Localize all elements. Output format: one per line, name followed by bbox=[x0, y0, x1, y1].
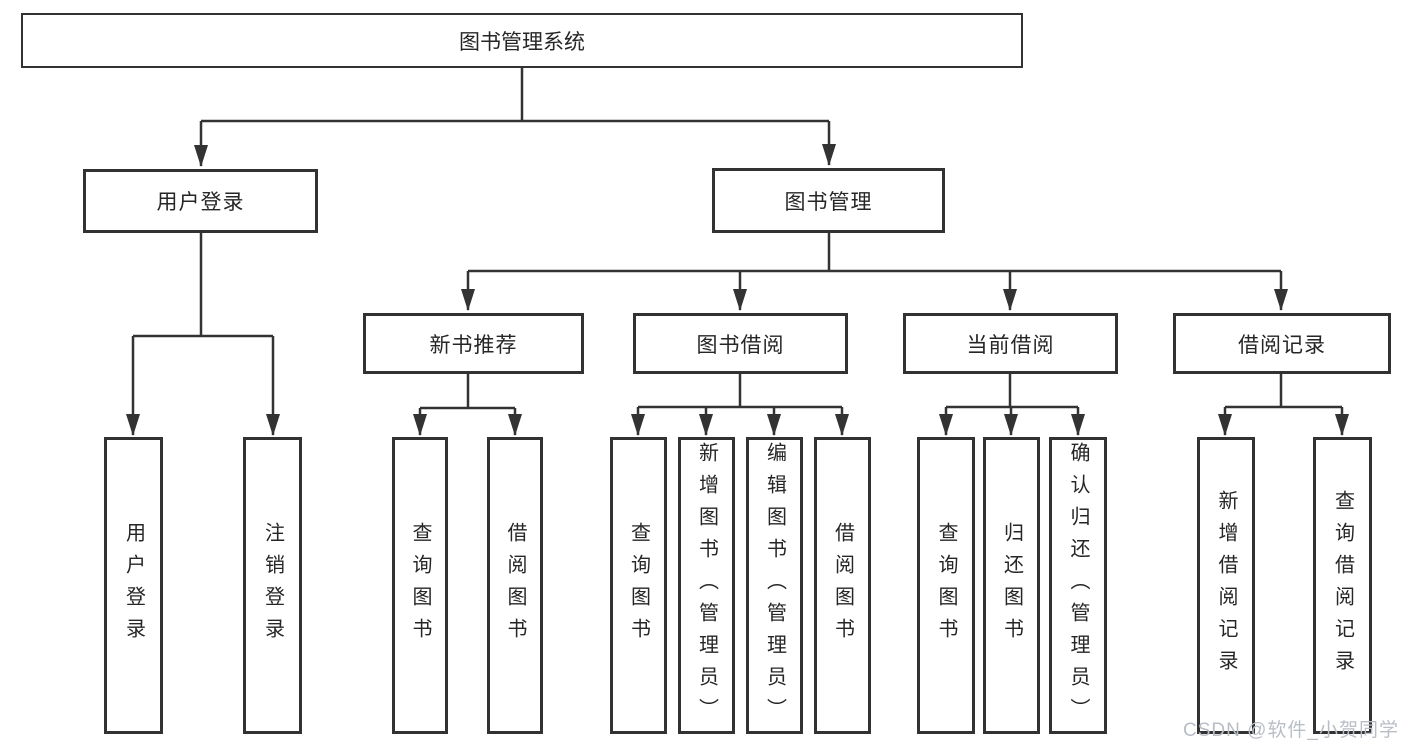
leaf-borrow-books-recommend-label: 借阅图书 bbox=[504, 521, 526, 650]
leaf-edit-books-admin: 编辑图书（管理员） bbox=[746, 437, 803, 734]
leaf-query-borrow-record-label: 查询借阅记录 bbox=[1331, 489, 1354, 682]
node-borrow-records: 借阅记录 bbox=[1173, 313, 1391, 374]
leaf-query-books-borrow: 查询图书 bbox=[610, 437, 667, 734]
leaf-query-borrow-record: 查询借阅记录 bbox=[1313, 437, 1372, 734]
node-user-login: 用户登录 bbox=[83, 169, 318, 233]
node-book-management: 图书管理 bbox=[712, 168, 945, 233]
leaf-confirm-return-admin-label: 确认归还（管理员） bbox=[1067, 441, 1089, 730]
leaf-add-books-admin-label: 新增图书（管理员） bbox=[695, 441, 718, 730]
watermark: CSDN @软件_小贺同学 bbox=[1183, 720, 1399, 741]
leaf-borrow-books-recommend: 借阅图书 bbox=[487, 437, 543, 734]
node-current-borrow: 当前借阅 bbox=[903, 313, 1118, 374]
leaf-logout-label: 注销登录 bbox=[261, 521, 284, 650]
leaf-user-login-label: 用户登录 bbox=[122, 521, 145, 650]
leaf-add-borrow-record-label: 新增借阅记录 bbox=[1215, 489, 1237, 682]
node-book-management-system: 图书管理系统 bbox=[21, 13, 1023, 68]
leaf-edit-books-admin-label: 编辑图书（管理员） bbox=[763, 441, 786, 730]
leaf-confirm-return-admin: 确认归还（管理员） bbox=[1049, 437, 1107, 734]
leaf-user-login: 用户登录 bbox=[104, 437, 163, 734]
leaf-add-books-admin: 新增图书（管理员） bbox=[678, 437, 735, 734]
node-book-borrow: 图书借阅 bbox=[633, 313, 848, 374]
leaf-logout: 注销登录 bbox=[243, 437, 302, 734]
leaf-query-books-current: 查询图书 bbox=[917, 437, 975, 734]
leaf-add-borrow-record: 新增借阅记录 bbox=[1197, 437, 1255, 734]
leaf-query-books-current-label: 查询图书 bbox=[935, 521, 957, 650]
leaf-borrow-books-label: 借阅图书 bbox=[831, 521, 854, 650]
leaf-borrow-books: 借阅图书 bbox=[814, 437, 871, 734]
leaf-return-books: 归还图书 bbox=[983, 437, 1040, 734]
leaf-query-books-borrow-label: 查询图书 bbox=[627, 521, 650, 650]
node-new-book-recommend: 新书推荐 bbox=[363, 313, 584, 374]
leaf-return-books-label: 归还图书 bbox=[1000, 521, 1023, 650]
leaf-query-books-recommend: 查询图书 bbox=[392, 437, 448, 734]
leaf-query-books-recommend-label: 查询图书 bbox=[409, 521, 431, 650]
